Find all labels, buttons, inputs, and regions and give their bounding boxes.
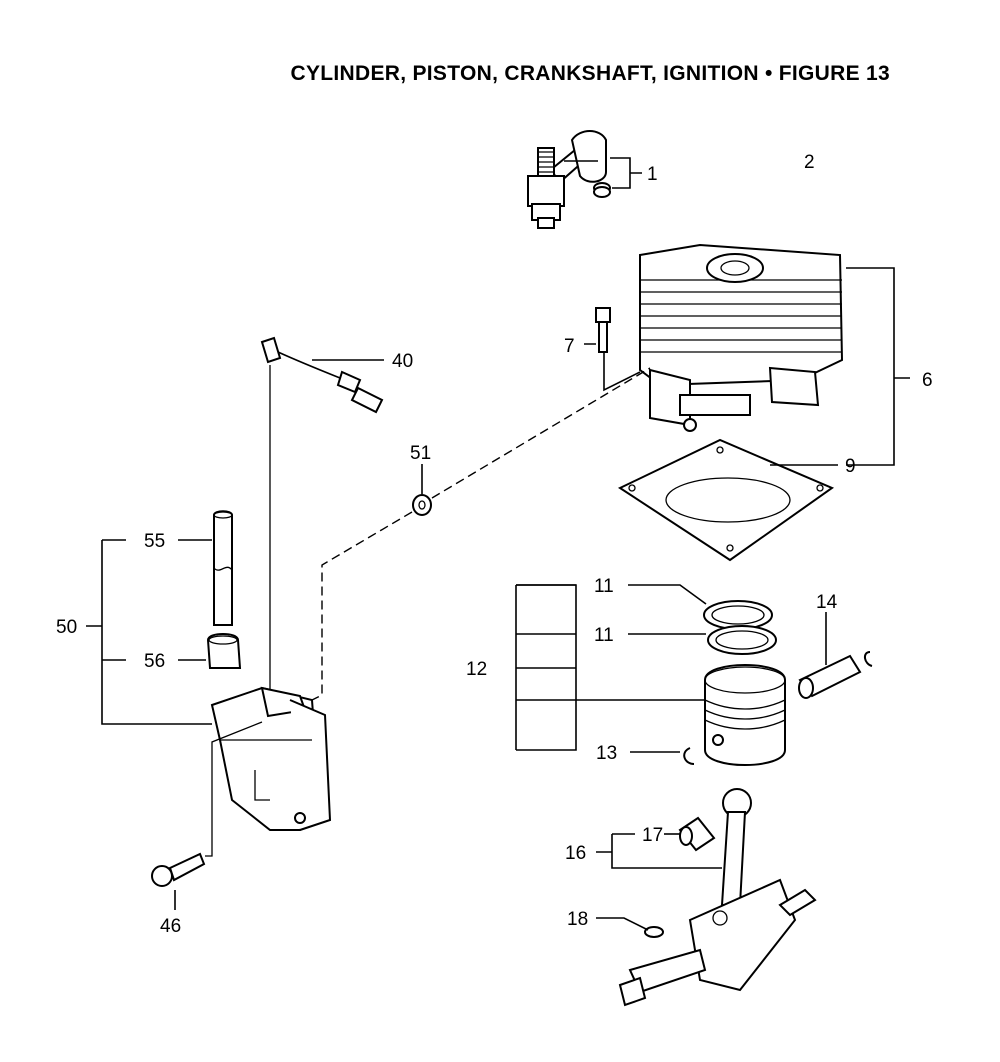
hv-cable-icon [213,510,233,626]
cable-boot-icon [206,633,242,669]
callout-1: 1 [647,164,658,185]
cylinder-icon [639,243,844,432]
callout-11b: 11 [594,625,614,646]
callout-55: 55 [144,531,165,552]
piston-ring-icon [703,600,777,655]
leader-46-route [205,721,263,857]
callout-50: 50 [56,617,77,638]
callout-56: 56 [144,651,165,672]
callout-9: 9 [845,456,856,477]
cylinder-gasket-icon [617,438,835,562]
ignition-coil-icon [210,686,332,831]
callout-46: 46 [160,916,181,937]
center-line-lower [307,511,413,703]
callout-7: 7 [564,336,575,357]
leader-6 [846,267,910,466]
figure-title: CYLINDER, PISTON, CRANKSHAFT, IGNITION •… [290,62,890,85]
callout-11a: 11 [594,576,614,597]
leader-1 [610,157,642,189]
ignition-wire-icon [260,336,384,414]
circlip-icon [683,651,873,765]
center-line-upper [431,367,651,499]
leader-18 [596,917,649,931]
callout-51: 51 [410,443,431,464]
leader-50 [86,539,212,725]
callout-40: 40 [392,351,413,372]
leader-12 [515,584,705,751]
piston-pin-icon [798,654,862,699]
callout-2: 2 [804,152,815,173]
callout-6: 6 [922,370,933,391]
crankshaft-icon [618,788,817,1007]
spacer-washer-icon [412,494,432,516]
woodruff-key-icon [644,926,664,938]
callout-14: 14 [816,592,838,613]
leader-11a [628,584,707,605]
callout-12: 12 [466,659,487,680]
spark-plug-icon [527,147,565,229]
callout-13: 13 [596,743,617,764]
piston-icon [704,664,786,766]
spark-plug-cap-icon [544,130,611,198]
callout-18: 18 [567,909,588,930]
callout-16: 16 [565,843,586,864]
coil-screw-icon [151,852,206,887]
cylinder-bolt-icon [595,307,611,353]
callout-17: 17 [642,825,663,846]
connecting-rod-bearing-icon [678,816,716,852]
leader-7 [584,343,641,392]
leader-16 [596,833,722,869]
